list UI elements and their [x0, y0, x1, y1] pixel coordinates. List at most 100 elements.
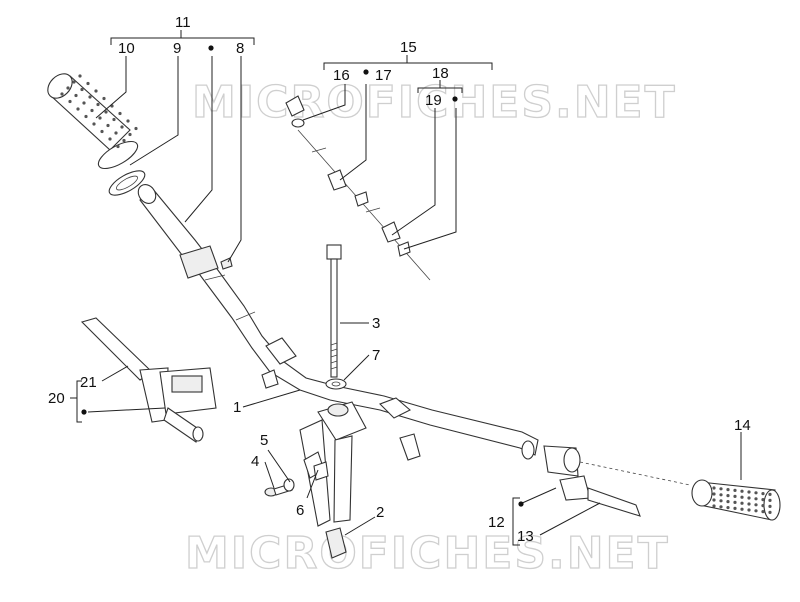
stem-clamp	[299, 401, 367, 527]
grip-dimple	[726, 506, 730, 510]
grip-dimple	[754, 509, 758, 513]
grip-dimple	[74, 93, 78, 98]
grip-dimple	[747, 508, 751, 512]
long-bolt	[326, 244, 342, 378]
screw-and-washer	[264, 478, 295, 497]
label-4: 4	[251, 453, 259, 470]
grip-dimple	[82, 101, 86, 105]
grip-dimple	[719, 487, 723, 491]
grip-dimple	[712, 486, 716, 490]
label-1: 1	[233, 399, 241, 416]
grip-dimple	[98, 116, 102, 120]
grip-dimple	[761, 492, 765, 496]
grip-dimple	[712, 492, 716, 496]
grip-dimple	[66, 86, 70, 90]
grip-dimple	[96, 102, 100, 107]
grip-dimple	[726, 500, 730, 504]
grip-dimple	[60, 92, 64, 96]
grip-dimple	[78, 74, 82, 78]
washer	[325, 378, 347, 390]
grip-dimple	[747, 496, 751, 500]
grip-dimple	[719, 493, 723, 497]
label-15: 15	[400, 39, 417, 56]
grip-dimple	[68, 99, 72, 104]
grip-dimple	[126, 119, 130, 123]
grip-dimple	[719, 499, 723, 503]
grip-dimple	[112, 117, 116, 122]
grip-dimple	[740, 507, 744, 511]
left-lever-assembly	[80, 317, 217, 443]
grip-dimple	[102, 96, 106, 101]
watermark-top: MICROFICHES.NET	[192, 77, 677, 128]
label-3: 3	[372, 315, 380, 332]
label-16: 16	[333, 67, 350, 84]
throttle-cable	[285, 95, 431, 281]
grip-dimple	[726, 494, 730, 498]
grip-dimple	[740, 489, 744, 493]
label-8: 8	[236, 40, 244, 57]
handlebar-tube	[137, 184, 539, 461]
grip-dimple	[134, 126, 138, 131]
small-screw	[220, 257, 233, 270]
label-10: 10	[118, 40, 135, 57]
grip-dimple	[100, 129, 104, 134]
label-2: 2	[376, 504, 384, 521]
grip-dimple	[712, 504, 716, 508]
grip-dimple	[88, 95, 92, 99]
grip-dimple	[733, 488, 737, 492]
grip-dimple	[733, 500, 737, 504]
label-19: 19	[425, 92, 442, 109]
label-6: 6	[296, 502, 304, 519]
bracket-18	[417, 80, 463, 93]
grip-dimple	[726, 488, 730, 492]
label-21: 21	[80, 374, 97, 391]
bracket-15	[323, 55, 493, 70]
left-grip	[47, 73, 139, 170]
grip-dimple	[740, 495, 744, 499]
grip-dimple	[86, 81, 90, 86]
grip-dimple	[733, 506, 737, 510]
label-9: 9	[173, 40, 181, 57]
grip-dimple	[768, 510, 772, 514]
grip-dimple	[120, 125, 124, 129]
label-20: 20	[48, 390, 65, 407]
grip-dimple	[761, 498, 765, 502]
right-lever-assembly	[543, 445, 691, 517]
grip-dimple	[754, 497, 758, 501]
bracket-12	[512, 497, 520, 546]
grip-dimple	[94, 89, 98, 93]
grip-dimple	[90, 108, 94, 113]
grip-dimple	[712, 498, 716, 502]
bracket-11	[110, 30, 255, 45]
label-11: 11	[175, 14, 191, 31]
grip-dimple	[122, 138, 126, 143]
right-grip	[691, 479, 781, 521]
grip-dimple	[740, 501, 744, 505]
grip-dimple	[747, 502, 751, 506]
grip-dimple	[116, 144, 120, 149]
grip-dimple	[754, 491, 758, 495]
grip-dimple	[761, 510, 765, 514]
grip-dimple	[76, 107, 80, 111]
grip-dimple	[84, 114, 88, 119]
grip-dimple	[114, 131, 118, 135]
watermark-bottom: MICROFICHES.NET	[185, 528, 670, 579]
label-18: 18	[432, 65, 449, 82]
label-12: 12	[488, 514, 505, 531]
grip-dimple	[108, 137, 112, 141]
grip-dimple	[128, 132, 132, 137]
grip-dimple	[72, 80, 76, 84]
grip-dimple	[747, 490, 751, 494]
grip-dimple	[761, 504, 765, 508]
label-14: 14	[734, 417, 751, 434]
label-5: 5	[260, 432, 268, 449]
grip-dimple	[719, 505, 723, 509]
grip-dimple	[80, 87, 84, 92]
grip-dimple	[92, 122, 96, 126]
bracket-20	[70, 380, 82, 423]
label-7: 7	[372, 347, 380, 364]
grip-dimple	[118, 111, 122, 116]
grip-dimple	[754, 503, 758, 507]
label-13: 13	[517, 528, 534, 545]
